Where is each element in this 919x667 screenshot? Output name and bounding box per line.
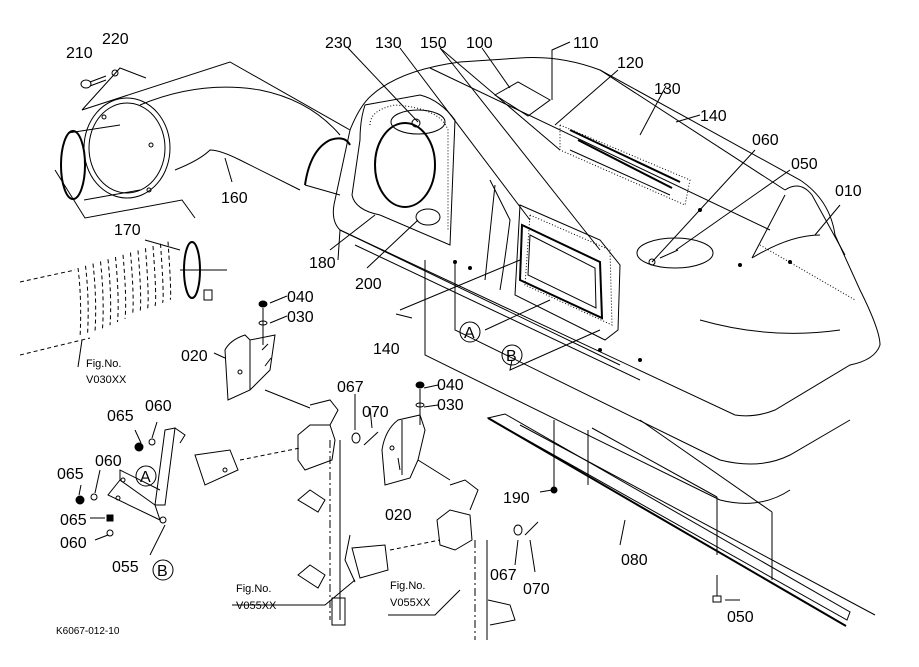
svg-text:Fig.No.: Fig.No. [390, 580, 425, 592]
drawing-code: K6067-012-10 [56, 626, 120, 637]
air-duct-160 [54, 61, 351, 219]
svg-text:B: B [157, 563, 168, 580]
callout-200: 200 [355, 276, 382, 293]
callout-020-upper: 020 [181, 348, 208, 365]
leader-lines [77, 41, 841, 616]
hose-ring [107, 259, 112, 326]
callout-labels: 210 220 160 170 230 130 150 100 110 120 … [57, 31, 862, 626]
callout-040-upper: 040 [287, 289, 314, 306]
marker-a-bracket: A [135, 465, 157, 487]
callout-040-lower: 040 [437, 377, 464, 394]
svg-text:Fig.No.: Fig.No. [86, 358, 121, 370]
strip-080 [486, 413, 876, 627]
callout-190: 190 [503, 490, 530, 507]
hose-ring [92, 263, 97, 332]
hose-ring [85, 265, 89, 335]
svg-text:V055XX: V055XX [390, 597, 431, 609]
hose-ring [152, 245, 157, 307]
marker-b-bracket: B [152, 559, 174, 581]
callout-180: 180 [309, 255, 336, 272]
callout-070-lower: 070 [523, 581, 550, 598]
svg-text:A: A [140, 469, 151, 486]
callout-130-right: 130 [654, 81, 681, 98]
callout-230: 230 [325, 35, 352, 52]
callout-055: 055 [112, 559, 139, 576]
callout-065-a: 065 [107, 408, 134, 425]
bracket-020-lower [381, 381, 451, 486]
callout-020-lower: 020 [385, 507, 412, 524]
hose-ring [137, 250, 142, 313]
hose-ring [167, 241, 172, 301]
callout-160: 160 [221, 190, 248, 207]
bracket-055 [107, 427, 186, 524]
svg-text:B: B [506, 348, 517, 365]
callout-100: 100 [466, 35, 493, 52]
linkage-left [194, 399, 379, 626]
hose-ring [122, 254, 127, 319]
callout-050-top: 050 [791, 156, 818, 173]
fig-ref-v055xx-left[interactable]: Fig.No. V055XX [236, 583, 277, 612]
hose-ring [100, 261, 104, 329]
hose-ring [130, 252, 134, 316]
callout-130-top: 130 [375, 35, 402, 52]
callout-065-b: 065 [57, 466, 84, 483]
bolt-210 [80, 67, 147, 111]
callout-070-upper: 070 [362, 404, 389, 421]
callout-080: 080 [621, 552, 648, 569]
fig-ref-v030xx[interactable]: Fig.No. V030XX [86, 358, 127, 386]
hardware-left-cluster [75, 438, 156, 537]
callout-060-b: 060 [95, 453, 122, 470]
callout-210: 210 [66, 45, 93, 62]
svg-text:Fig.No.: Fig.No. [236, 583, 271, 595]
callout-110: 110 [573, 35, 599, 52]
callout-067-lower: 067 [490, 567, 517, 584]
figure-references: Fig.No. V030XX Fig.No. V055XX Fig.No. V0… [86, 358, 431, 612]
hood-cover-010 [332, 57, 881, 504]
svg-text:V030XX: V030XX [86, 374, 127, 386]
marker-b-main: B [501, 344, 523, 366]
callout-220: 220 [102, 31, 129, 48]
svg-text:A: A [464, 325, 475, 342]
hose-ring [115, 256, 119, 323]
reference-markers: A B A B [135, 321, 523, 581]
hose-and-clamp-170 [19, 241, 227, 356]
callout-030-lower: 030 [437, 397, 464, 414]
bracket-020-upper [224, 300, 311, 409]
hose-ring [160, 243, 164, 304]
callout-067-upper: 067 [337, 379, 364, 396]
callout-050-lower: 050 [727, 609, 754, 626]
marker-a-main: A [459, 321, 481, 343]
callout-170: 170 [114, 222, 141, 239]
callout-065-c: 065 [60, 512, 87, 529]
linkage-right [351, 479, 539, 640]
hose-ring [77, 267, 82, 339]
callout-140-mid: 140 [373, 341, 400, 358]
fig-ref-v055xx-right[interactable]: Fig.No. V055XX [390, 580, 431, 609]
callout-150: 150 [420, 35, 447, 52]
callout-060-c: 060 [60, 535, 87, 552]
callout-060-a: 060 [145, 398, 172, 415]
callout-140-top: 140 [700, 108, 727, 125]
hose-ring [145, 248, 149, 310]
callout-060-top: 060 [752, 132, 779, 149]
callout-120: 120 [617, 55, 644, 72]
svg-text:V055XX: V055XX [236, 600, 277, 612]
callout-030-upper: 030 [287, 309, 314, 326]
callout-010: 010 [835, 183, 862, 200]
